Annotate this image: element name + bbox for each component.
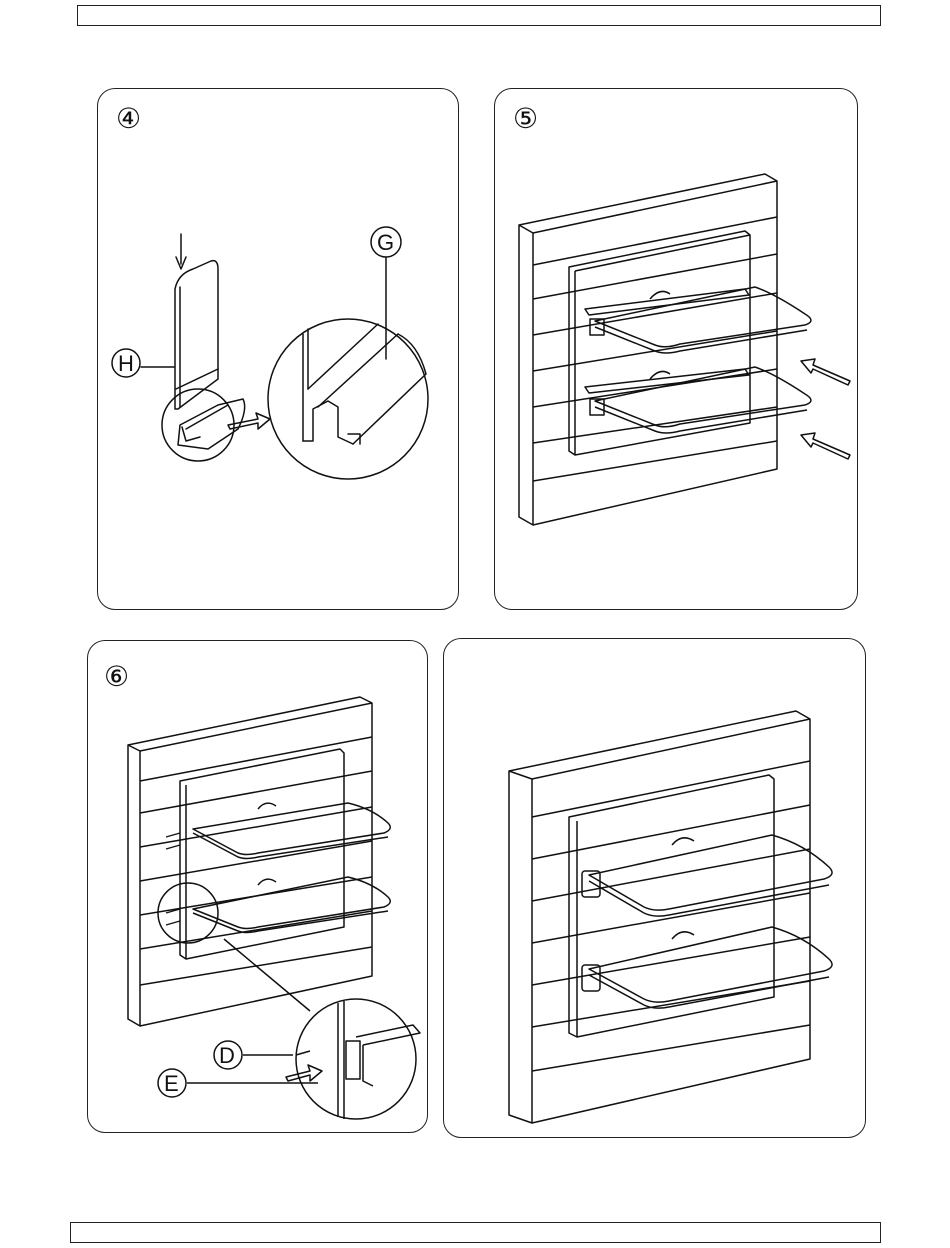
step-4-illustration: H G [98, 89, 459, 610]
final-result-illustration [444, 639, 866, 1138]
header-bar [77, 5, 881, 26]
callout-e [158, 1069, 318, 1097]
final-result-panel [443, 638, 866, 1138]
brick-wall [128, 697, 372, 1026]
upper-shelf [193, 803, 390, 859]
callout-h-letter: H [118, 351, 134, 376]
step-6-illustration: D E [88, 641, 428, 1133]
footer-bar [70, 1222, 881, 1243]
callout-d-letter: D [219, 1043, 235, 1068]
glass-panel [175, 261, 218, 409]
step-4-panel: ④ H [97, 88, 459, 610]
detail-circle-large [296, 999, 420, 1119]
callout-g-letter: G [377, 230, 394, 255]
upper-shelf [582, 835, 832, 916]
push-arrow-icon-upper [801, 359, 850, 385]
down-arrow-icon [176, 234, 186, 269]
step-5-panel: ⑤ [494, 88, 858, 610]
step-5-illustration [495, 89, 858, 610]
right-arrow-icon [286, 1065, 322, 1081]
brick-wall [519, 174, 777, 525]
push-arrow-icon-lower [801, 433, 850, 459]
step-6-panel: ⑥ [87, 640, 428, 1133]
back-panel [569, 775, 774, 1037]
callout-e-letter: E [164, 1071, 179, 1096]
detail-circle-large [268, 319, 428, 479]
brick-wall [509, 711, 810, 1123]
screws [166, 833, 180, 925]
